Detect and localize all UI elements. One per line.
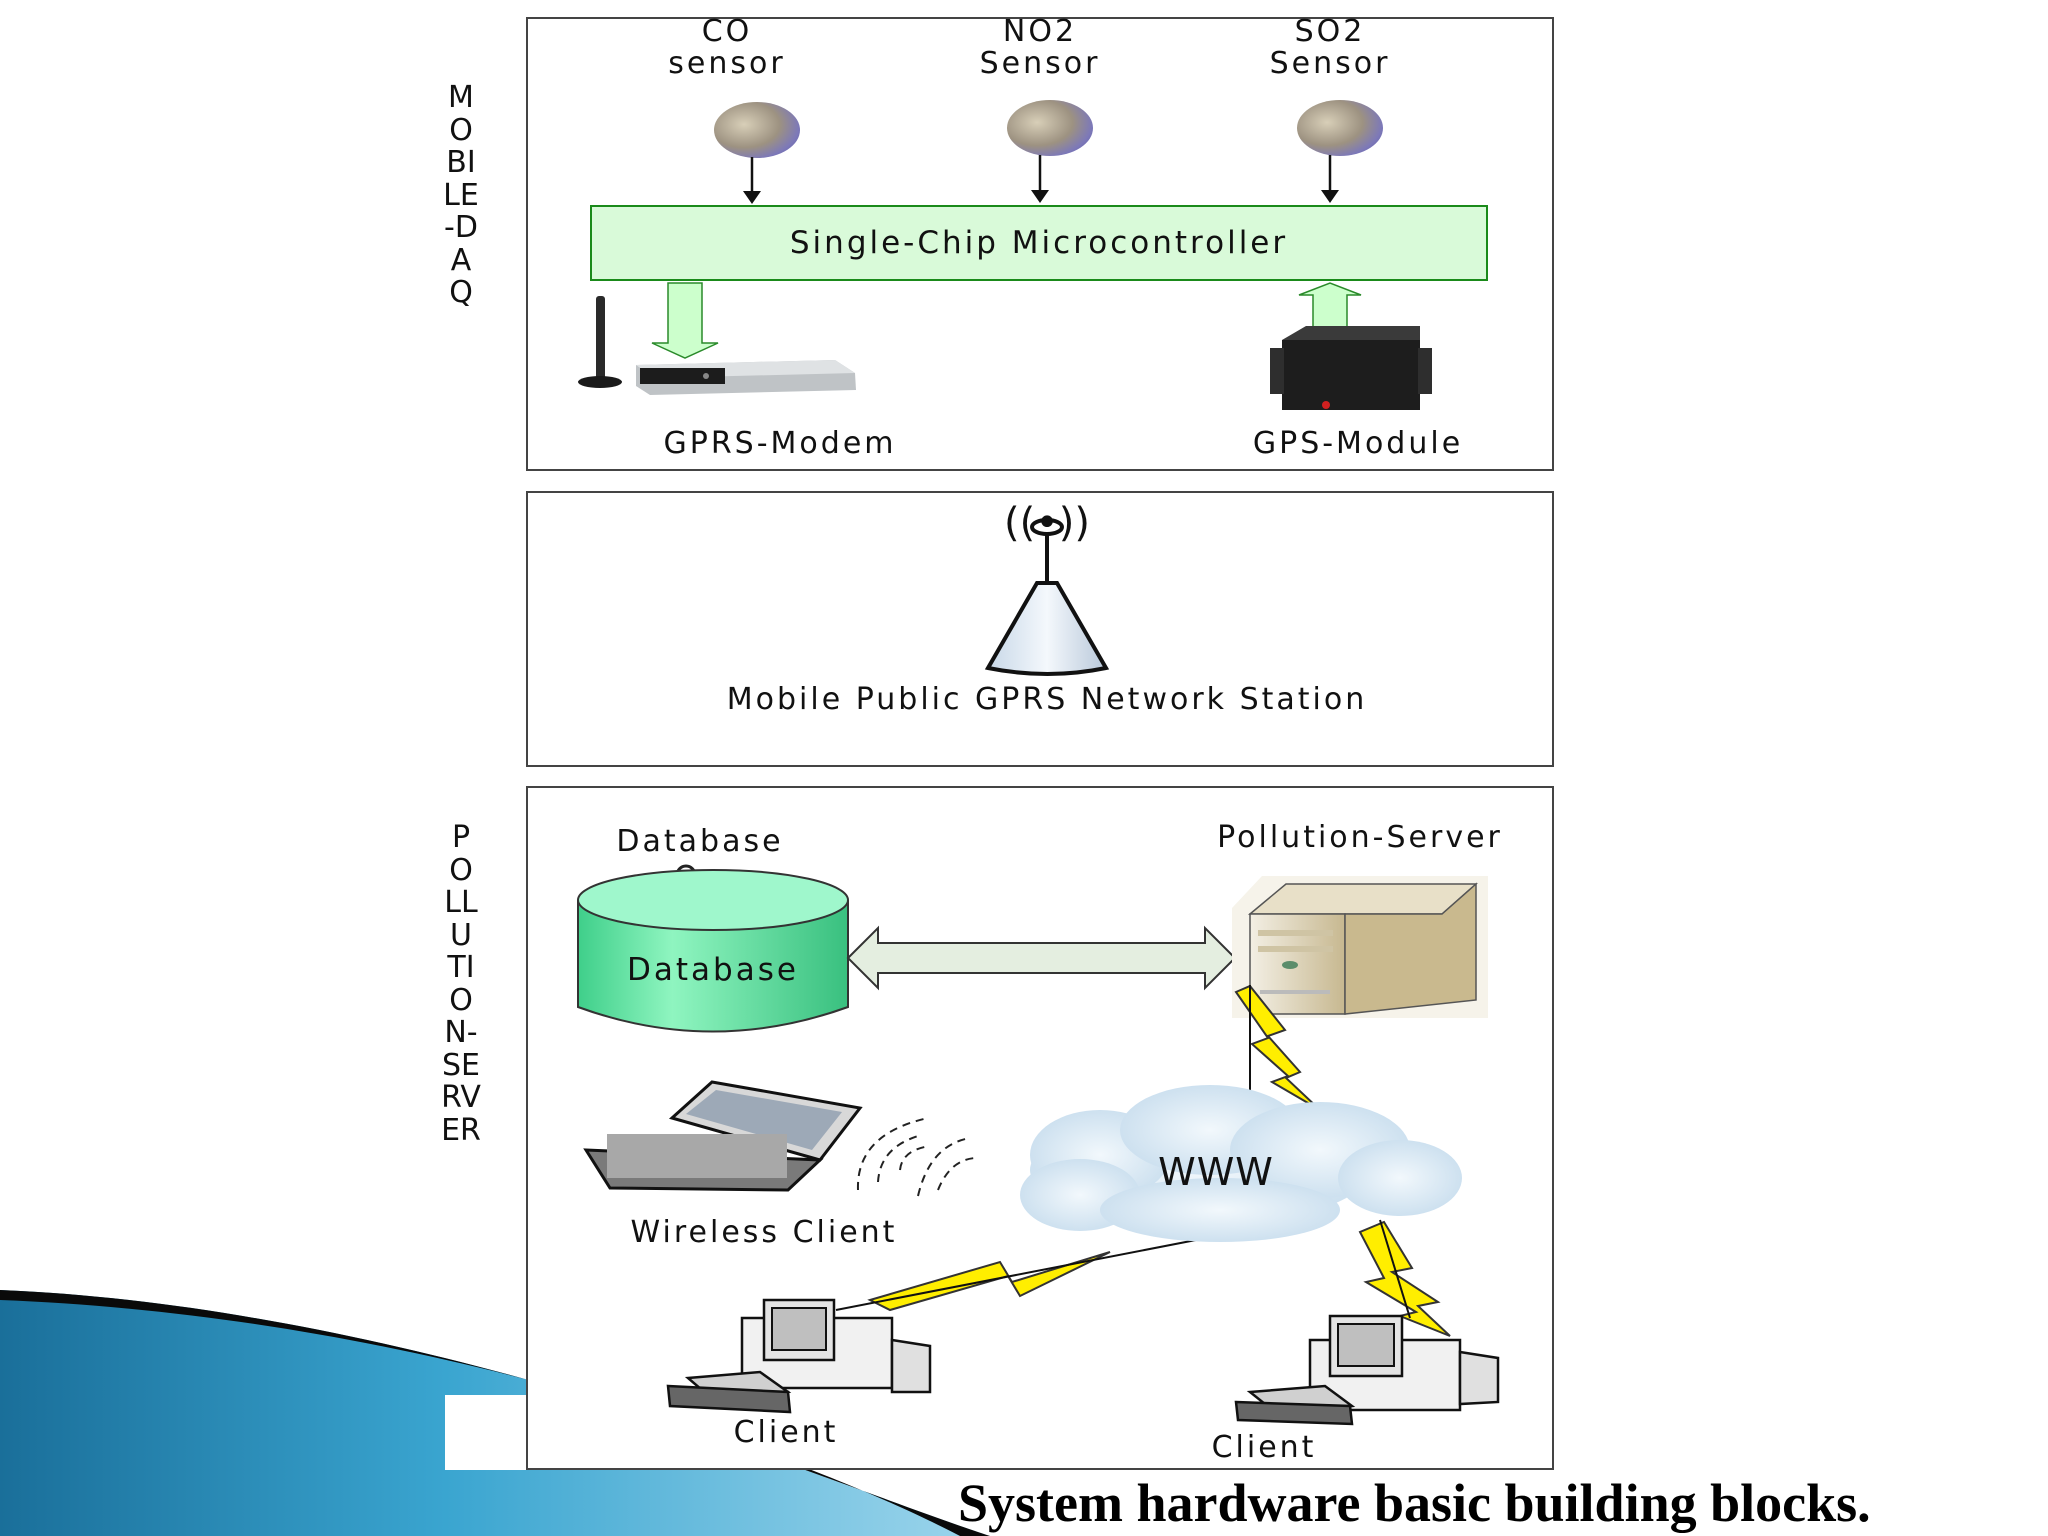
microcontroller-block: Single-Chip Microcontroller (590, 205, 1488, 281)
pollution-server-title: Pollution-Server (1217, 820, 1503, 855)
database-title: Database (616, 824, 784, 859)
gps-module-label: GPS-Module (1252, 426, 1464, 461)
so2-sensor-label: SO2 Sensor (1270, 16, 1391, 80)
database-drum-label: Database (627, 952, 799, 988)
right-client-label: Client (1211, 1430, 1317, 1465)
no2-sensor-label-line1: NO2 (1002, 14, 1078, 49)
no2-sensor-label-line2: Sensor (979, 46, 1101, 81)
co-sensor-label: CO sensor (668, 16, 785, 80)
microcontroller-label: Single-Chip Microcontroller (789, 225, 1289, 261)
co-sensor-label-line1: CO (701, 14, 753, 49)
mobile-daq-side-label: MOBILE-DAQ (443, 80, 479, 310)
no2-sensor-label: NO2 Sensor (980, 16, 1101, 80)
slide-caption: System hardware basic building blocks. (958, 1473, 1871, 1533)
left-client-label: Client (733, 1415, 839, 1450)
so2-sensor-label-line2: Sensor (1269, 46, 1391, 81)
gprs-modem-label: GPRS-Modem (663, 426, 897, 461)
pollution-server-side-label: POLLUTION-SERVER (441, 820, 481, 1148)
co-sensor-label-line2: sensor (668, 46, 786, 81)
www-label: WWW (1158, 1150, 1274, 1194)
wireless-client-label: Wireless Client (630, 1215, 898, 1250)
so2-sensor-label-line1: SO2 (1294, 14, 1366, 49)
network-station-label: Mobile Public GPRS Network Station (726, 682, 1368, 717)
signal-waves: ((•)) (1003, 500, 1091, 546)
pollution-server-panel (526, 786, 1554, 1470)
